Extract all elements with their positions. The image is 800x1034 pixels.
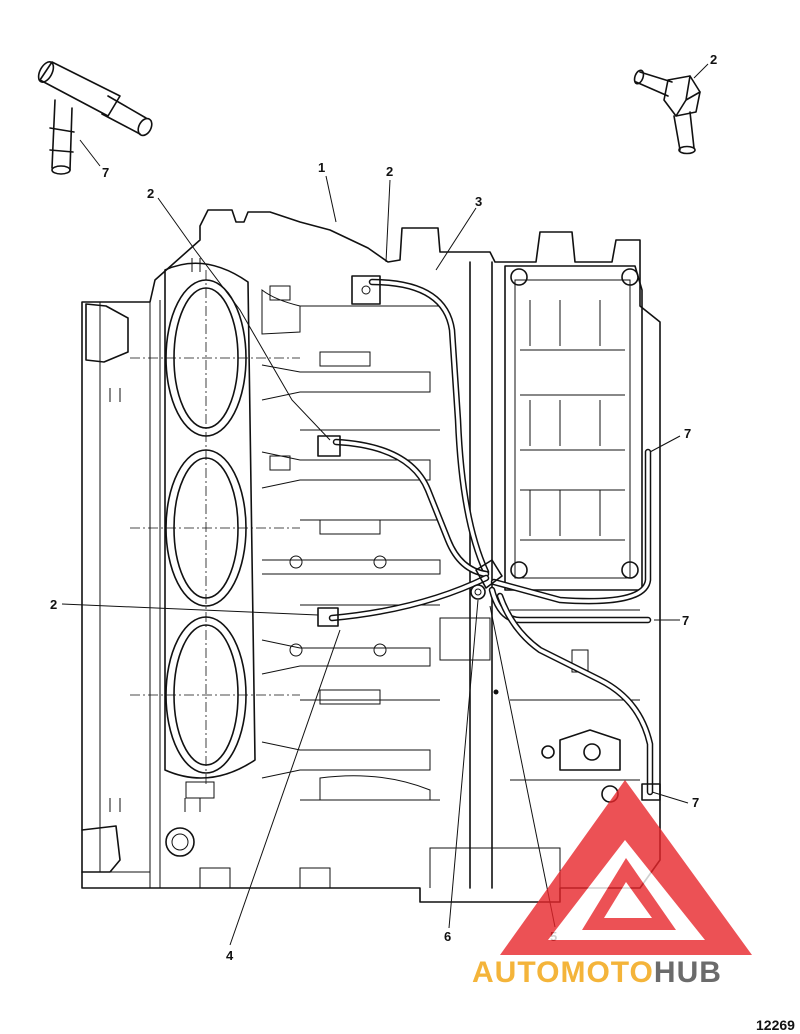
- callout-7-right-low: 7: [692, 795, 699, 810]
- leader-lines: [61, 175, 689, 946]
- callout-labels: 7 2 1 2 3 2 7 2 7 7 4 6 5: [50, 52, 717, 963]
- fitting-7-inset-icon: [37, 61, 153, 175]
- callout-2-top: 2: [386, 164, 393, 179]
- junction-fitting: [470, 559, 503, 600]
- callout-2-left-mid: 2: [50, 597, 57, 612]
- watermark-text: AUTOMOTOHUB: [472, 956, 722, 989]
- callout-2-top-right: 2: [710, 52, 717, 67]
- fitting-2-inset-icon: [633, 63, 709, 155]
- callout-4: 4: [226, 948, 234, 963]
- callout-6: 6: [444, 929, 451, 944]
- figure-number: 12269: [756, 1017, 795, 1033]
- block-ribs: [261, 285, 441, 801]
- engine-block: [81, 209, 661, 903]
- callout-1: 1: [318, 160, 325, 175]
- cover-plate: [439, 265, 643, 781]
- callout-7-right-mid: 7: [682, 613, 689, 628]
- callout-3: 3: [475, 194, 482, 209]
- block-fittings: [317, 275, 661, 803]
- center-rib: [469, 261, 499, 889]
- callout-7-top-left: 7: [102, 165, 109, 180]
- callout-2-left-top: 2: [147, 186, 154, 201]
- watermark-logo: [500, 780, 752, 955]
- hose-routing: [328, 278, 654, 796]
- callout-7-right-upper: 7: [684, 426, 691, 441]
- cylinder-bank: [130, 258, 300, 799]
